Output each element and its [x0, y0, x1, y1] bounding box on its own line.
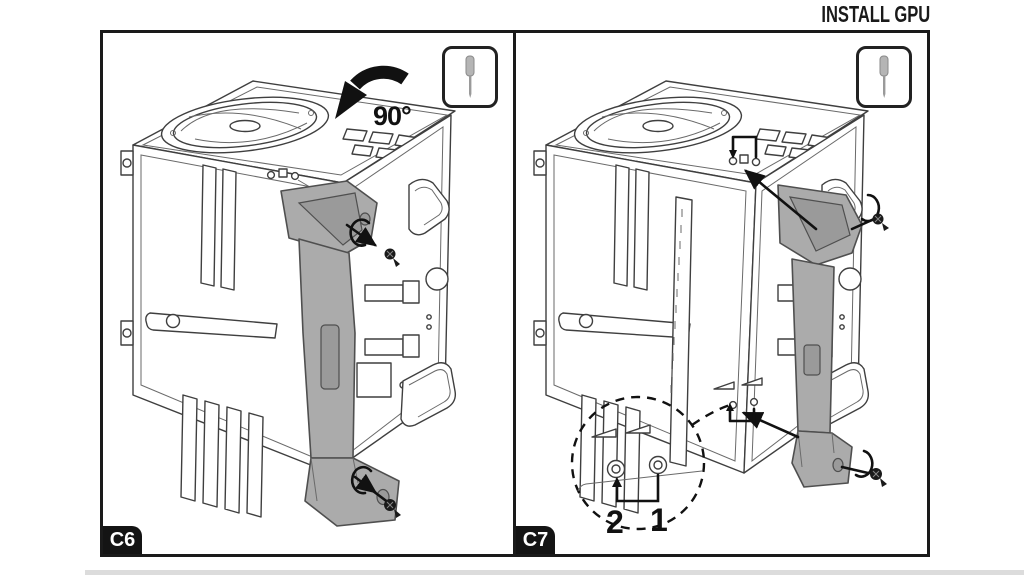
page-edge-strip — [85, 570, 1024, 575]
step-number-1: 1 — [650, 502, 667, 538]
sequence-arrow — [612, 473, 660, 503]
screwdriver-icon — [879, 55, 889, 98]
step-badge-c6: C6 — [103, 526, 142, 554]
screwdriver-icon — [465, 55, 475, 98]
c6-illustration: 90° — [120, 65, 457, 527]
vent-slats — [180, 394, 264, 518]
panel-step-c6: 90° C6 — [100, 30, 516, 557]
rear-io-detail — [345, 267, 449, 423]
detail-circle: 2 1 — [570, 395, 731, 540]
c7-illustration: 2 1 — [533, 80, 889, 540]
rotate-ccw-arrow-icon — [335, 65, 409, 119]
vent-slats — [579, 394, 641, 514]
required-tool-box — [856, 46, 912, 108]
screw-icon — [384, 248, 400, 267]
pc-case-drawing — [120, 80, 457, 518]
screw-callout-right — [850, 193, 889, 231]
screw-callout-top — [345, 218, 400, 267]
screw-callout-bottom — [840, 449, 887, 487]
page-title: INSTALL GPU — [821, 1, 930, 27]
screw-icon — [872, 213, 889, 231]
rotation-angle-label: 90° — [373, 101, 411, 131]
mount-tabs — [120, 150, 134, 346]
screw-icon — [870, 468, 887, 487]
step-number-2: 2 — [606, 504, 623, 540]
turn-screw-arrow-icon — [350, 465, 373, 495]
panel-step-c7: 2 1 C7 — [513, 30, 930, 557]
pcie-slot-column — [669, 196, 693, 467]
mount-tabs — [533, 150, 547, 346]
turn-screw-arrow-icon — [349, 218, 371, 247]
detail-leader — [726, 403, 800, 439]
required-tool-box — [442, 46, 498, 108]
alignment-arrow-top — [729, 135, 818, 231]
turn-screw-arrow-icon — [860, 193, 881, 223]
gpu-support-bracket — [777, 184, 863, 488]
screw-icon — [384, 499, 401, 518]
gpu-support-bracket — [280, 180, 400, 527]
step-badge-c7: C7 — [516, 526, 555, 554]
turn-screw-arrow-icon — [854, 449, 874, 478]
screw-callout-bottom — [350, 465, 401, 518]
